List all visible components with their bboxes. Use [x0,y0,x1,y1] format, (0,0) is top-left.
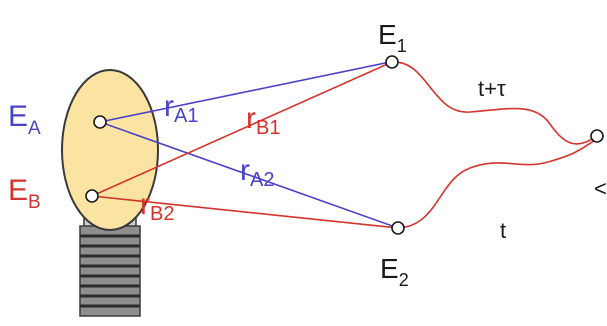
cable-lower [397,137,599,229]
node-e1 [385,55,399,69]
node-ea [93,115,107,129]
label-eb: EB [8,174,41,213]
node-junction [590,129,604,143]
edge-glyph: < [594,176,607,201]
label-ea: EA [8,100,41,139]
label-t-tau: t+τ [478,76,506,101]
node-eb [85,189,99,203]
label-ra1: rA1 [164,90,198,127]
bulb-base [79,204,141,317]
label-ra2: rA2 [240,154,274,191]
path-ra1 [99,61,391,123]
node-e2 [391,221,405,235]
label-e1: E1 [378,19,407,56]
label-t: t [500,218,506,243]
label-rb1: rB1 [246,102,280,139]
path-rb2 [91,195,399,229]
bulb-glass [61,69,159,231]
bulb-screw [79,225,141,317]
label-e2: E2 [380,253,409,290]
label-rb2: rB2 [140,188,174,225]
path-ra2 [99,121,399,229]
path-rb1 [91,61,393,197]
cable-upper [391,61,599,145]
